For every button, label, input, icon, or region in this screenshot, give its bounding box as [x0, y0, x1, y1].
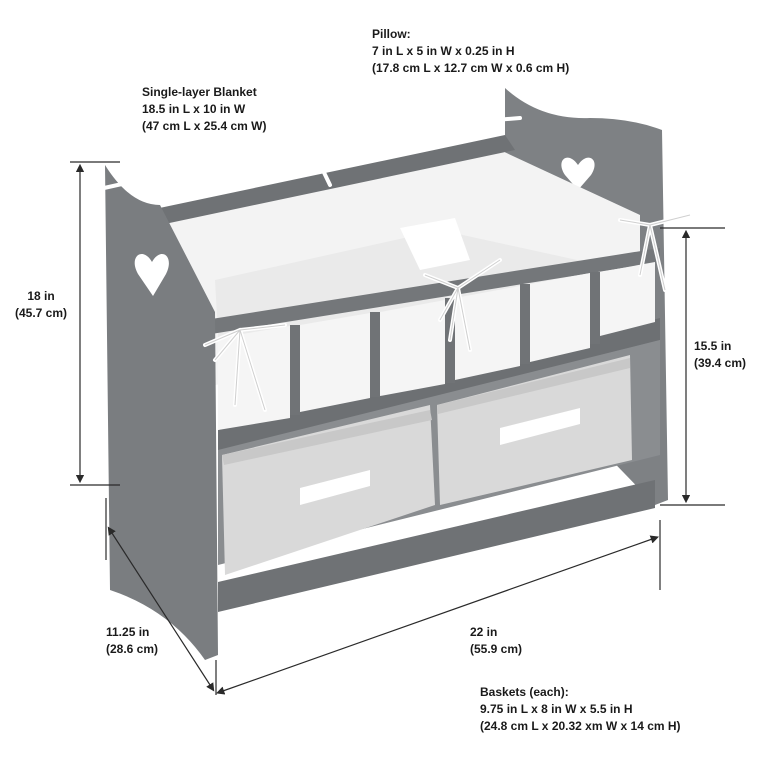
height-inner: 15.5 in (39.4 cm) [694, 338, 746, 372]
baskets-metric: (24.8 cm L x 20.32 xm W x 14 cm H) [480, 719, 681, 733]
height-total-imperial: 18 in [27, 289, 55, 303]
basket-right-handle [500, 408, 580, 445]
blanket-dimensions: Single-layer Blanket 18.5 in L x 10 in W… [142, 84, 267, 135]
height-inner-imperial: 15.5 in [694, 339, 732, 353]
front-top-rail [205, 248, 660, 335]
depth: 11.25 in (28.6 cm) [106, 624, 158, 658]
ribbons-outline [204, 214, 691, 411]
basket-right-front [437, 358, 630, 414]
height-total-metric: (45.7 cm) [14, 306, 68, 320]
width-imperial: 22 in [470, 625, 498, 639]
pillow-imperial: 7 in L x 5 in W x 0.25 in H [372, 44, 515, 58]
pillow-metric: (17.8 cm L x 12.7 cm W x 0.6 cm H) [372, 61, 570, 75]
pillow-title: Pillow: [372, 27, 411, 41]
back-rail [150, 135, 515, 225]
height-inner-metric: (39.4 cm) [694, 356, 747, 370]
right-heart-cutout [561, 157, 595, 190]
dimension-lines [70, 161, 725, 695]
width-metric: (55.9 cm) [470, 642, 523, 656]
basket-left-front [222, 410, 432, 465]
blanket-imperial: 18.5 in L x 10 in W [142, 102, 246, 116]
baskets-imperial: 9.75 in L x 8 in W x 5.5 in H [480, 702, 633, 716]
pillow-dimensions: Pillow: 7 in L x 5 in W x 0.25 in H (17.… [372, 26, 569, 77]
depth-metric: (28.6 cm) [106, 642, 159, 656]
basket-left-handle [300, 470, 370, 505]
width: 22 in (55.9 cm) [470, 624, 522, 658]
pillow [400, 218, 470, 270]
left-heart-cutout [134, 253, 169, 296]
height-total: 18 in (45.7 cm) [10, 288, 72, 322]
blanket-metric: (47 cm L x 25.4 cm W) [142, 119, 267, 133]
blanket-title: Single-layer Blanket [142, 85, 257, 99]
depth-imperial: 11.25 in [106, 625, 150, 639]
baskets-dimensions: Baskets (each): 9.75 in L x 8 in W x 5.5… [480, 684, 681, 735]
baskets-title: Baskets (each): [480, 685, 569, 699]
